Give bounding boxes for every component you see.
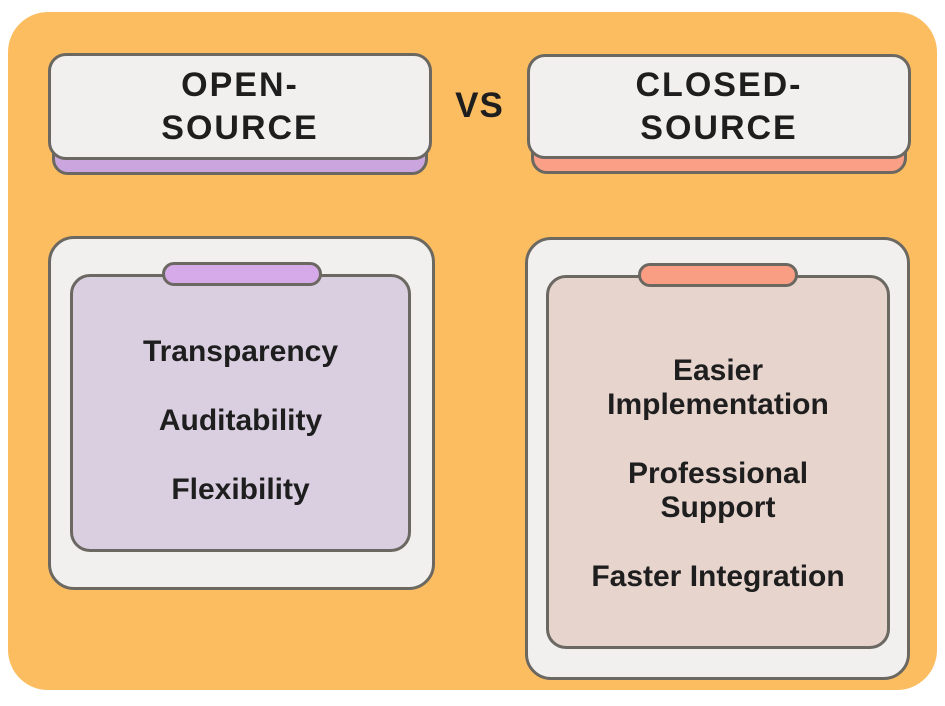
closed-source-item: Easier Implementation bbox=[607, 354, 829, 421]
open-source-board: Transparency Auditability Flexibility bbox=[48, 236, 435, 590]
closed-source-item: Faster Integration bbox=[591, 560, 845, 593]
open-source-item: Auditability bbox=[158, 404, 323, 437]
orange-panel: OPEN-SOURCE VS CLOSED-SOURCE Transparenc… bbox=[8, 12, 937, 690]
open-source-board-body: Transparency Auditability Flexibility bbox=[70, 274, 411, 552]
vs-label: VS bbox=[455, 86, 504, 125]
closed-source-header-card: CLOSED-SOURCE bbox=[527, 54, 911, 174]
open-source-title: OPEN-SOURCE bbox=[161, 65, 319, 147]
open-source-item: Flexibility bbox=[171, 473, 310, 506]
closed-source-item: Professional Support bbox=[627, 457, 809, 524]
closed-source-title: CLOSED-SOURCE bbox=[635, 65, 803, 147]
open-source-item: Transparency bbox=[142, 335, 339, 368]
closed-source-board: Easier Implementation Professional Suppo… bbox=[525, 237, 910, 680]
closed-source-header-face: CLOSED-SOURCE bbox=[527, 54, 911, 159]
open-source-header-card: OPEN-SOURCE bbox=[48, 53, 432, 175]
open-source-clip bbox=[161, 262, 322, 286]
closed-source-clip bbox=[637, 263, 798, 287]
closed-source-board-body: Easier Implementation Professional Suppo… bbox=[546, 275, 890, 649]
open-source-header-face: OPEN-SOURCE bbox=[48, 53, 432, 160]
